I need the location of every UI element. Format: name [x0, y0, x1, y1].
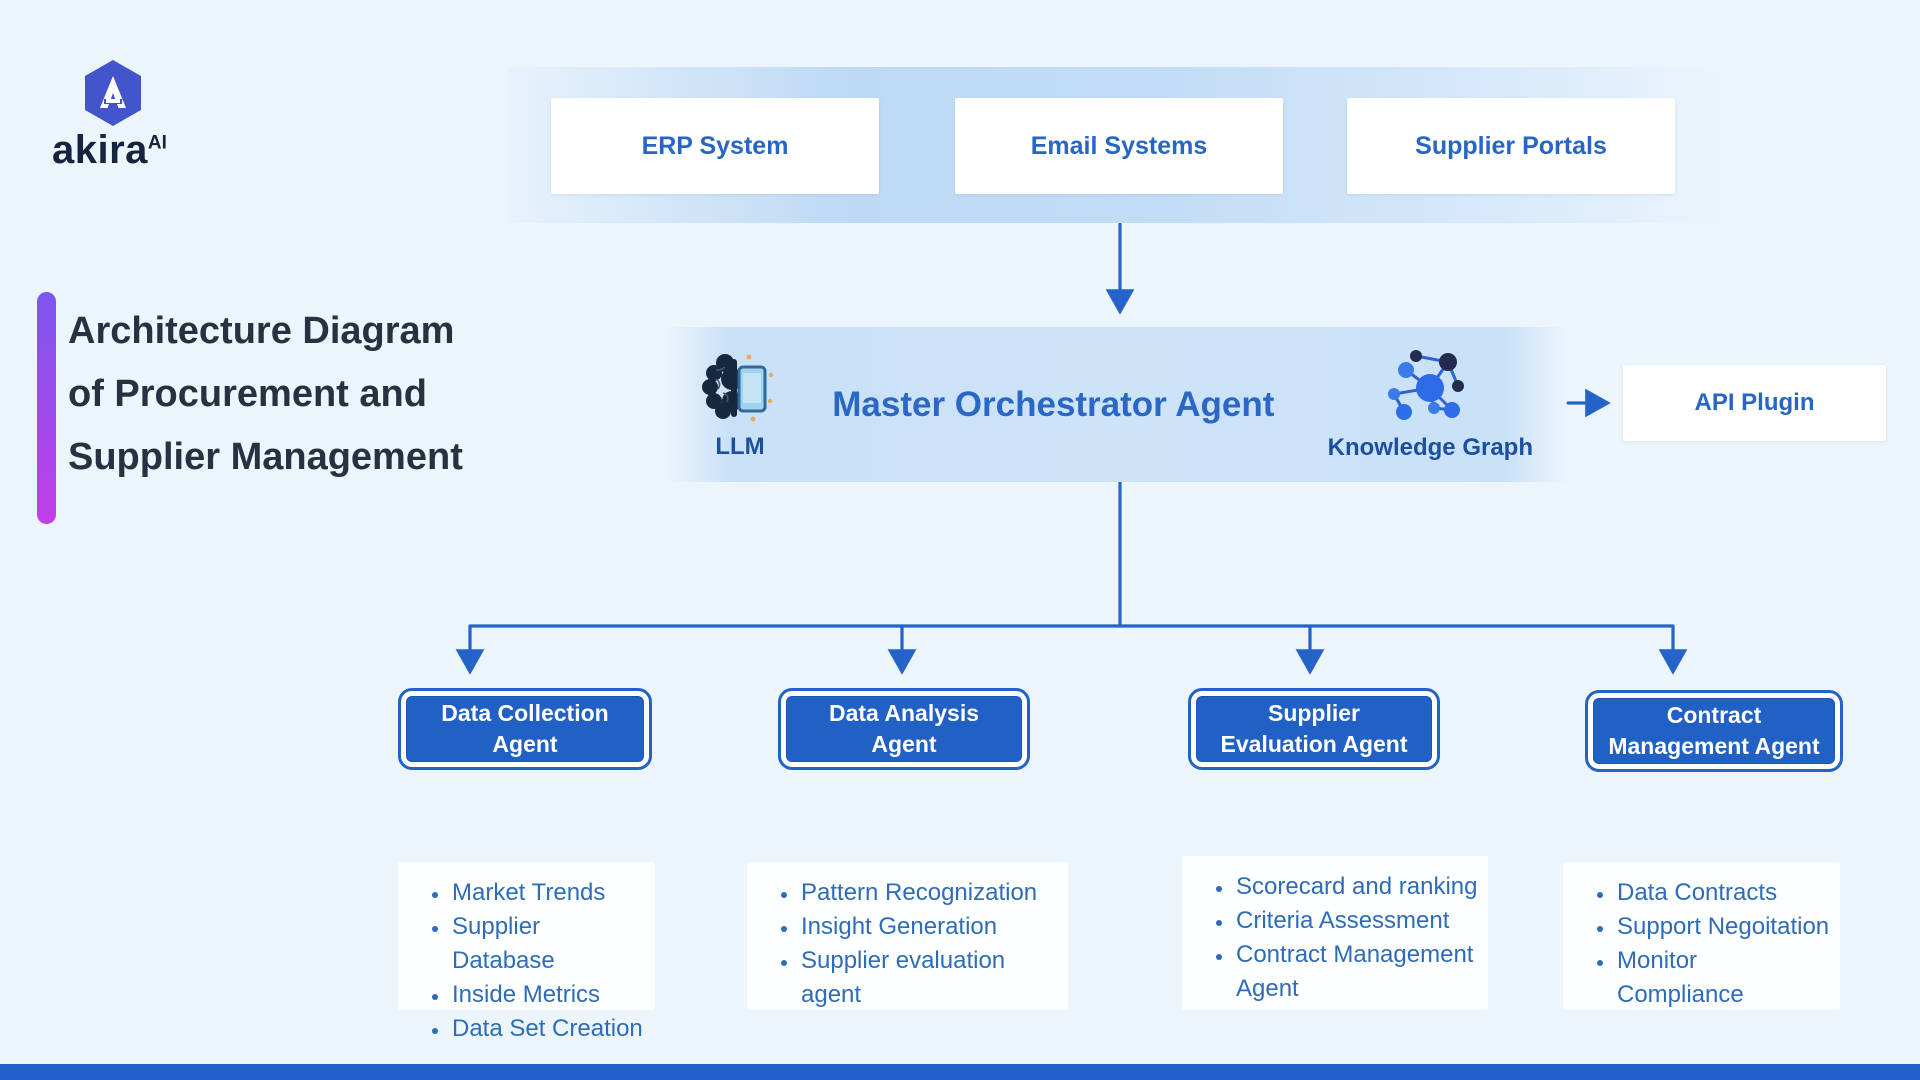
data-analysis-capabilities-card: Pattern Recognization Insight Generation… — [747, 862, 1068, 1010]
data-analysis-agent-box: Data Analysis Agent — [778, 688, 1030, 770]
brand-wordmark: akiraAI — [52, 130, 232, 170]
data-collection-capabilities-list: Market Trends Supplier Database Inside M… — [398, 876, 645, 1046]
data-collection-capabilities-card: Market Trends Supplier Database Inside M… — [398, 862, 655, 1042]
email-systems-box: Email Systems — [955, 98, 1283, 194]
list-item: Supplier evaluation agent — [799, 944, 1058, 1012]
llm-label: LLM — [715, 432, 765, 460]
supplier-portals-label: Supplier Portals — [1415, 131, 1607, 160]
llm-brain-icon — [702, 353, 774, 421]
data-collection-agent-inner: Data Collection Agent — [406, 696, 644, 762]
akira-hexagon-icon — [85, 60, 141, 126]
list-item: Scorecard and ranking — [1234, 870, 1478, 904]
list-item: Insight Generation — [799, 910, 1058, 944]
list-item: Monitor Compliance — [1615, 944, 1830, 1012]
knowledge-graph-label: Knowledge Graph — [1327, 433, 1533, 461]
list-item: Contract Management Agent — [1234, 938, 1478, 1006]
list-item: Criteria Assessment — [1234, 904, 1478, 938]
title-accent-bar — [37, 292, 56, 524]
footer-accent-bar — [0, 1064, 1920, 1080]
list-item: Data Set Creation — [450, 1012, 645, 1046]
arrow-to-data-collection — [455, 624, 1122, 675]
list-item: Data Contracts — [1615, 876, 1830, 910]
agent-label-line: Supplier — [1267, 700, 1360, 726]
data-collection-agent-box: Data Collection Agent — [398, 688, 652, 770]
contract-management-agent-box: Contract Management Agent — [1585, 690, 1843, 772]
supplier-evaluation-agent-inner: Supplier Evaluation Agent — [1196, 696, 1432, 762]
title-line-2: of Procurement and — [68, 373, 427, 415]
erp-system-box: ERP System — [551, 98, 879, 194]
page-title: Architecture Diagram of Procurement and … — [68, 300, 463, 489]
list-item: Inside Metrics — [450, 978, 645, 1012]
brand-superscript-text: AI — [147, 132, 167, 154]
master-orchestrator-title: Master Orchestrator Agent — [832, 384, 1275, 424]
data-analysis-agent-inner: Data Analysis Agent — [786, 696, 1022, 762]
agent-label-line: Contract — [1666, 702, 1762, 728]
api-plugin-box: API Plugin — [1623, 365, 1886, 441]
master-orchestrator-band: LLM Master Orchestrator Agent — [667, 327, 1567, 482]
agent-label-line: Agent — [871, 731, 937, 757]
knowledge-graph-icon — [1388, 349, 1465, 420]
contract-management-capabilities-list: Data Contracts Support Negoitation Monit… — [1563, 876, 1830, 1012]
contract-management-agent-inner: Contract Management Agent — [1593, 698, 1835, 764]
supplier-evaluation-capabilities-list: Scorecard and ranking Criteria Assessmen… — [1182, 870, 1478, 1006]
agent-label-line: Management Agent — [1608, 733, 1820, 759]
agent-label-line: Agent — [492, 731, 558, 757]
agent-label-line: Data Collection — [441, 700, 609, 726]
erp-system-label: ERP System — [641, 131, 789, 160]
contract-management-capabilities-card: Data Contracts Support Negoitation Monit… — [1563, 862, 1840, 1010]
title-line-1: Architecture Diagram — [68, 310, 455, 352]
supplier-evaluation-capabilities-card: Scorecard and ranking Criteria Assessmen… — [1182, 856, 1488, 1010]
knowledge-graph-group: Knowledge Graph — [1328, 348, 1533, 462]
brand-logo: akiraAI — [52, 58, 232, 170]
list-item: Market Trends — [450, 876, 645, 910]
list-item: Support Negoitation — [1615, 910, 1830, 944]
data-analysis-capabilities-list: Pattern Recognization Insight Generation… — [747, 876, 1058, 1012]
agent-label-line: Data Analysis — [829, 700, 979, 726]
supplier-portals-box: Supplier Portals — [1347, 98, 1675, 194]
list-item: Supplier Database — [450, 910, 645, 978]
email-systems-label: Email Systems — [1030, 131, 1208, 160]
agent-label-line: Evaluation Agent — [1220, 731, 1408, 757]
llm-group: LLM — [701, 349, 779, 461]
brand-name-text: akira — [52, 128, 148, 172]
list-item: Pattern Recognization — [799, 876, 1058, 910]
title-line-3: Supplier Management — [68, 436, 463, 478]
supplier-evaluation-agent-box: Supplier Evaluation Agent — [1188, 688, 1440, 770]
api-plugin-label: API Plugin — [1694, 389, 1815, 416]
arrow-to-contract-management — [1118, 624, 1688, 675]
